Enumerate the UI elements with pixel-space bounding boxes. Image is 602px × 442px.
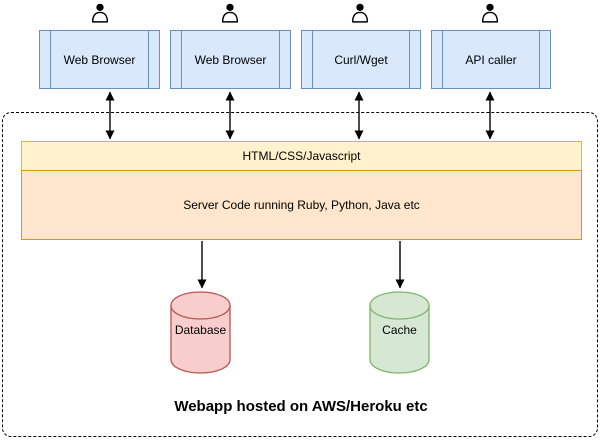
- frontend-layer-box[interactable]: HTML/CSS/Javascript: [21, 141, 582, 171]
- backend-layer-box[interactable]: Server Code running Ruby, Python, Java e…: [21, 170, 582, 240]
- database-label: Database: [174, 323, 227, 337]
- cache-label: Cache: [382, 323, 417, 337]
- diagram-caption: Webapp hosted on AWS/Heroku etc: [174, 398, 428, 415]
- database-cylinder[interactable]: Database: [170, 291, 231, 374]
- user-icon: [349, 2, 371, 24]
- user-icon: [219, 2, 241, 24]
- cache-cylinder[interactable]: Cache: [369, 291, 430, 374]
- client-box-label: Curl/Wget: [334, 52, 388, 67]
- user-icon: [479, 2, 501, 24]
- backend-layer-label: Server Code running Ruby, Python, Java e…: [183, 198, 420, 212]
- client-box-label: Web Browser: [63, 52, 136, 67]
- user-icon: [89, 2, 111, 24]
- client-box-label: API caller: [465, 52, 517, 67]
- cache-cylinder-shape: [369, 291, 430, 374]
- database-cylinder-shape: [170, 291, 231, 374]
- client-box-label: Web Browser: [194, 52, 267, 67]
- client-box-web-browser-2[interactable]: Web Browser: [170, 30, 291, 89]
- client-box-curl-wget[interactable]: Curl/Wget: [301, 30, 421, 89]
- client-box-api-caller[interactable]: API caller: [431, 30, 551, 89]
- frontend-layer-label: HTML/CSS/Javascript: [242, 149, 361, 163]
- client-box-web-browser-1[interactable]: Web Browser: [39, 30, 160, 89]
- webapp-host-container: [2, 112, 598, 437]
